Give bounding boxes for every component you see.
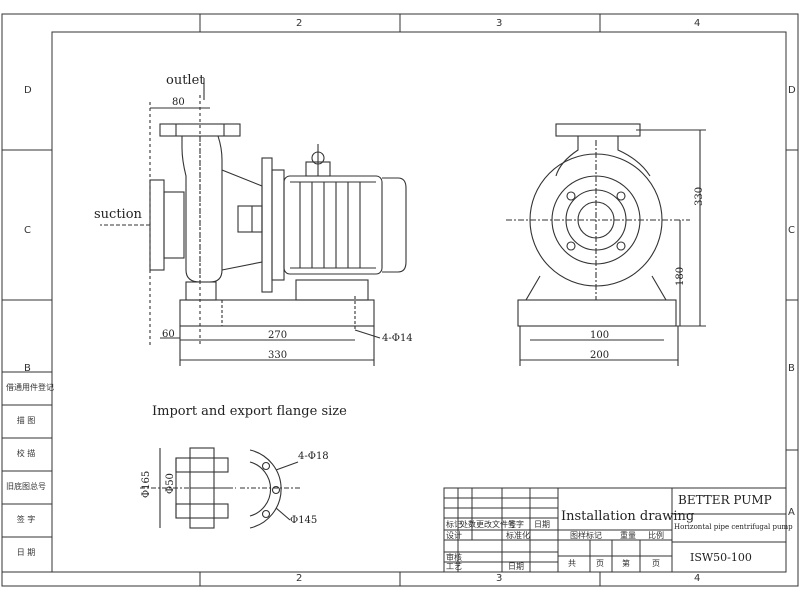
zone-left-d: D [24,85,32,96]
dim-270: 270 [268,330,288,341]
zone-right-a: A [788,507,795,518]
flange-section-title: Import and export flange size [152,404,347,419]
zone-bottom-3: 3 [496,573,503,584]
stamp-cell: 第 [622,559,630,568]
stamp-cell: 日期 [534,520,550,529]
stamp-cell: 标记 [446,520,462,529]
dim-80: 80 [172,97,185,108]
stamp-cell: 审核 [446,553,462,562]
dim-180: 180 [675,266,686,286]
stamp-cell: 共 [568,559,576,568]
stamp-cell: 页 [652,559,660,568]
zone-bottom-2: 2 [296,573,303,584]
stamp-cell: 比例 [648,531,664,540]
zone-bottom-4: 4 [694,573,701,584]
dim-330-height: 330 [694,186,705,206]
zone-left-b: B [24,363,31,374]
left-strip-table [1,371,53,573]
stamp-cell: 图样标记 [570,531,602,540]
strip-label-3: 校 描 [16,449,36,458]
inner-border [51,31,787,573]
dim-60: 60 [162,329,175,340]
model-number: ISW50-100 [690,551,752,564]
suction-label: suction [94,207,142,222]
stamp-cell: 处数 [460,520,476,529]
pump-description: Horizontal pipe centrifugal pump [674,523,793,531]
stamp-cell: 签字 [508,520,524,529]
stamp-cell: 日期 [508,562,524,571]
zone-right-d: D [788,85,796,96]
stamp-cell: 标准化 [506,531,530,540]
outlet-label: outlet [166,73,205,88]
drawing-title: Installation drawing [561,509,695,524]
title-block-frame [443,487,787,573]
company-name: BETTER PUMP [678,493,772,507]
stamp-cell: 重量 [620,531,636,540]
strip-label-5: 签 字 [16,515,36,524]
front-view [506,123,706,366]
stamp-cell: 页 [596,559,604,568]
stamp-cell: 设计 [446,531,462,540]
dim-330: 330 [268,350,288,361]
stamp-cell: 工艺 [446,562,462,571]
flange-detail [140,447,300,529]
zone-top-3: 3 [496,18,503,29]
strip-label-1: 借通用件登记 [6,383,54,392]
zone-right-c: C [788,225,795,236]
strip-label-6: 日 期 [16,548,36,557]
flange-holes-label: 4-Φ18 [298,451,329,462]
zone-top-4: 4 [694,18,701,29]
flange-pcd-label: Φ145 [290,515,318,526]
strip-label-4: 旧底图总号 [6,482,46,491]
bolt-holes-label: 4-Φ14 [382,333,413,344]
zone-left-c: C [24,225,31,236]
side-view [100,78,407,366]
strip-label-2: 描 图 [16,416,36,425]
zone-right-b: B [788,363,795,374]
zone-top-2: 2 [296,18,303,29]
dim-phi50: Φ50 [165,473,176,494]
dim-100: 100 [590,330,610,341]
dim-phi165: Φ165 [141,470,152,498]
stamp-cell: 更改文件号 [476,520,516,529]
dim-200: 200 [590,350,610,361]
